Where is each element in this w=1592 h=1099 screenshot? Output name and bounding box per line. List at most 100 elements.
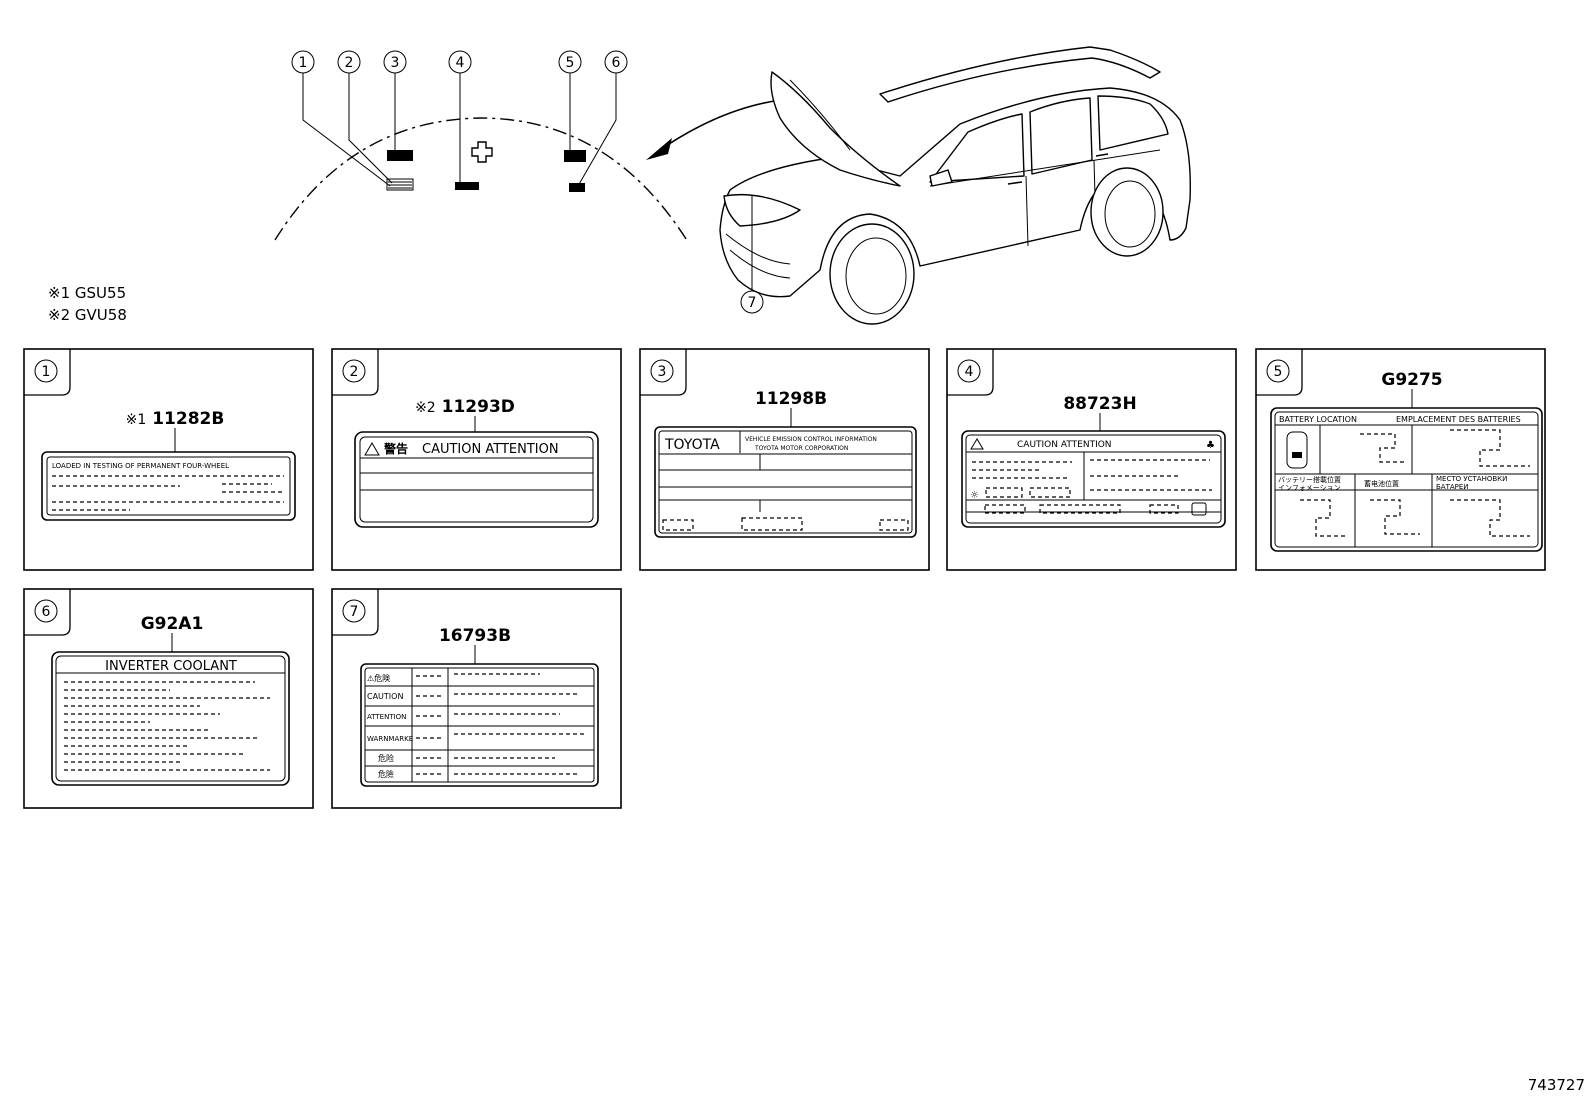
panel-frame — [331, 588, 622, 809]
label-4-position — [455, 182, 479, 190]
label-5-head-en: BATTERY LOCATION — [1279, 415, 1357, 424]
label-outline-3 — [654, 426, 917, 538]
panel-number-circle — [34, 599, 58, 623]
label-7-row-2: CAUTION — [367, 692, 403, 701]
panel-number-circle — [342, 359, 366, 383]
label-outline-5 — [1270, 407, 1543, 552]
sun-icon: ☼ — [970, 490, 979, 501]
car-illustration: 7 — [719, 46, 1191, 325]
note-2: ※2 GVU58 — [48, 306, 127, 324]
callout-6: 6 — [604, 50, 628, 74]
label-7-row-5: 危险 — [378, 753, 394, 763]
panel-number-circle — [34, 359, 58, 383]
front-marker-icon — [471, 141, 493, 163]
callout-2: 2 — [337, 50, 361, 74]
panel-number-circle — [342, 599, 366, 623]
part-number-7: 16793B — [439, 626, 511, 646]
label-2-header-jp: 警告 — [383, 441, 408, 456]
panel-frame — [23, 348, 314, 571]
label-outline-6 — [51, 651, 290, 786]
panel-number-circle — [650, 359, 674, 383]
label-outline-7 — [360, 663, 599, 787]
svg-text:5: 5 — [566, 55, 575, 71]
engine-bay-overview: 1 2 3 4 5 6 — [274, 50, 801, 243]
label-5-ru2: БАТАРЕИ — [1436, 483, 1469, 491]
panel-number: 7 — [350, 604, 359, 620]
panel-frame — [639, 348, 930, 571]
label-panel-6: G92A1 INVERTER COOLANT — [51, 614, 290, 786]
label-7-row-4: WARNMARKE — [367, 735, 413, 743]
panel-frame — [331, 348, 622, 571]
label-5-cn: 蓄电池位置 — [1364, 479, 1399, 488]
label-panel-2: ※2 11293D 警告 CAUTION ATTENTION — [354, 397, 599, 528]
part-number-5: G9275 — [1381, 370, 1442, 390]
label-outline-2 — [354, 431, 599, 528]
label-7-row-3: ATTENTION — [367, 713, 406, 721]
callout-7: 7 — [740, 290, 764, 314]
label-5-position — [564, 150, 586, 162]
car-topview-icon — [1286, 431, 1308, 469]
front-wheel — [829, 223, 915, 325]
panel-number: 5 — [1274, 364, 1283, 380]
label-panel-5: G9275 BATTERY LOCATION EMPLACEMENT DES B… — [1270, 370, 1543, 552]
svg-text:6: 6 — [612, 55, 621, 71]
part-number-6: G92A1 — [141, 614, 204, 634]
label-7-row-1: ⚠危険 — [367, 673, 390, 683]
panel-number-circle — [1266, 359, 1290, 383]
label-panel-7: 16793B ⚠危険 CAUTION ATTENTION WARNMARKE 危… — [360, 626, 599, 787]
label-3-sub2: TOYOTA MOTOR CORPORATION — [754, 445, 848, 452]
svg-text:4: 4 — [456, 55, 465, 71]
panel-number: 4 — [965, 364, 974, 380]
svg-text:3: 3 — [391, 55, 400, 71]
model-notes: ※1 GSU55 ※2 GVU58 — [48, 284, 127, 324]
label-6-position — [569, 183, 585, 192]
panel-frame — [946, 348, 1237, 571]
engine-bay-outline — [274, 117, 689, 243]
label-outline-4 — [961, 430, 1226, 528]
label-panel-3: 11298B TOYOTA VEHICLE EMISSION CONTROL I… — [654, 389, 917, 538]
callout-1: 1 — [291, 50, 315, 74]
label-5-ru1: МЕСТО УСТАНОВКИ — [1436, 475, 1507, 483]
svg-text:2: 2 — [345, 55, 354, 71]
label-6-header: INVERTER COOLANT — [105, 659, 237, 674]
panel-tab — [332, 349, 379, 396]
callout-4: 4 — [448, 50, 472, 74]
panel-number-circle — [957, 359, 981, 383]
label-5-jp1: バッテリー搭載位置 — [1278, 475, 1341, 484]
open-hood — [770, 71, 901, 187]
label-3-brand: TOYOTA — [664, 437, 720, 453]
part-number-1: ※1 11282B — [126, 409, 225, 429]
label-3-sub1: VEHICLE EMISSION CONTROL INFORMATION — [745, 436, 877, 443]
rear-wheel — [1090, 167, 1164, 257]
label-1-text: LOADED IN TESTING OF PERMANENT FOUR-WHEE… — [52, 462, 229, 470]
callout-5: 5 — [558, 50, 582, 74]
part-number-3: 11298B — [755, 389, 827, 409]
panel-frame — [1255, 348, 1546, 571]
note-1: ※1 GSU55 — [48, 284, 126, 302]
label-5-jp2: インフォメーション — [1278, 484, 1341, 492]
panel-tab — [947, 349, 994, 396]
panel-number: 2 — [350, 364, 359, 380]
svg-text:7: 7 — [748, 295, 757, 311]
panel-tab — [24, 589, 71, 636]
panel-tab — [1256, 349, 1303, 396]
panel-number: 3 — [658, 364, 667, 380]
label-panel-1: ※1 11282B LOADED IN TESTING OF PERMANENT… — [41, 409, 296, 521]
label-panel-4: 88723H CAUTION ATTENTION ♣ ☼ — [961, 394, 1226, 528]
panel-tab — [332, 589, 379, 636]
panel-tab — [640, 349, 687, 396]
figure-id: 743727 — [1528, 1076, 1585, 1094]
callout-3: 3 — [383, 50, 407, 74]
label-7-row-6: 危險 — [378, 769, 394, 779]
panel-frame — [23, 588, 314, 809]
label-panels: 1 2 3 4 5 6 7 — [23, 348, 1546, 809]
label-4-header: CAUTION ATTENTION — [1017, 440, 1112, 450]
part-number-2: ※2 11293D — [415, 397, 515, 417]
panel-number: 1 — [42, 364, 51, 380]
panel-number: 6 — [42, 604, 51, 620]
arrow-head-icon — [646, 138, 672, 160]
coolant-icon: ♣ — [1206, 440, 1215, 451]
label-2-header: CAUTION ATTENTION — [422, 442, 559, 457]
label-3-position — [387, 150, 413, 161]
